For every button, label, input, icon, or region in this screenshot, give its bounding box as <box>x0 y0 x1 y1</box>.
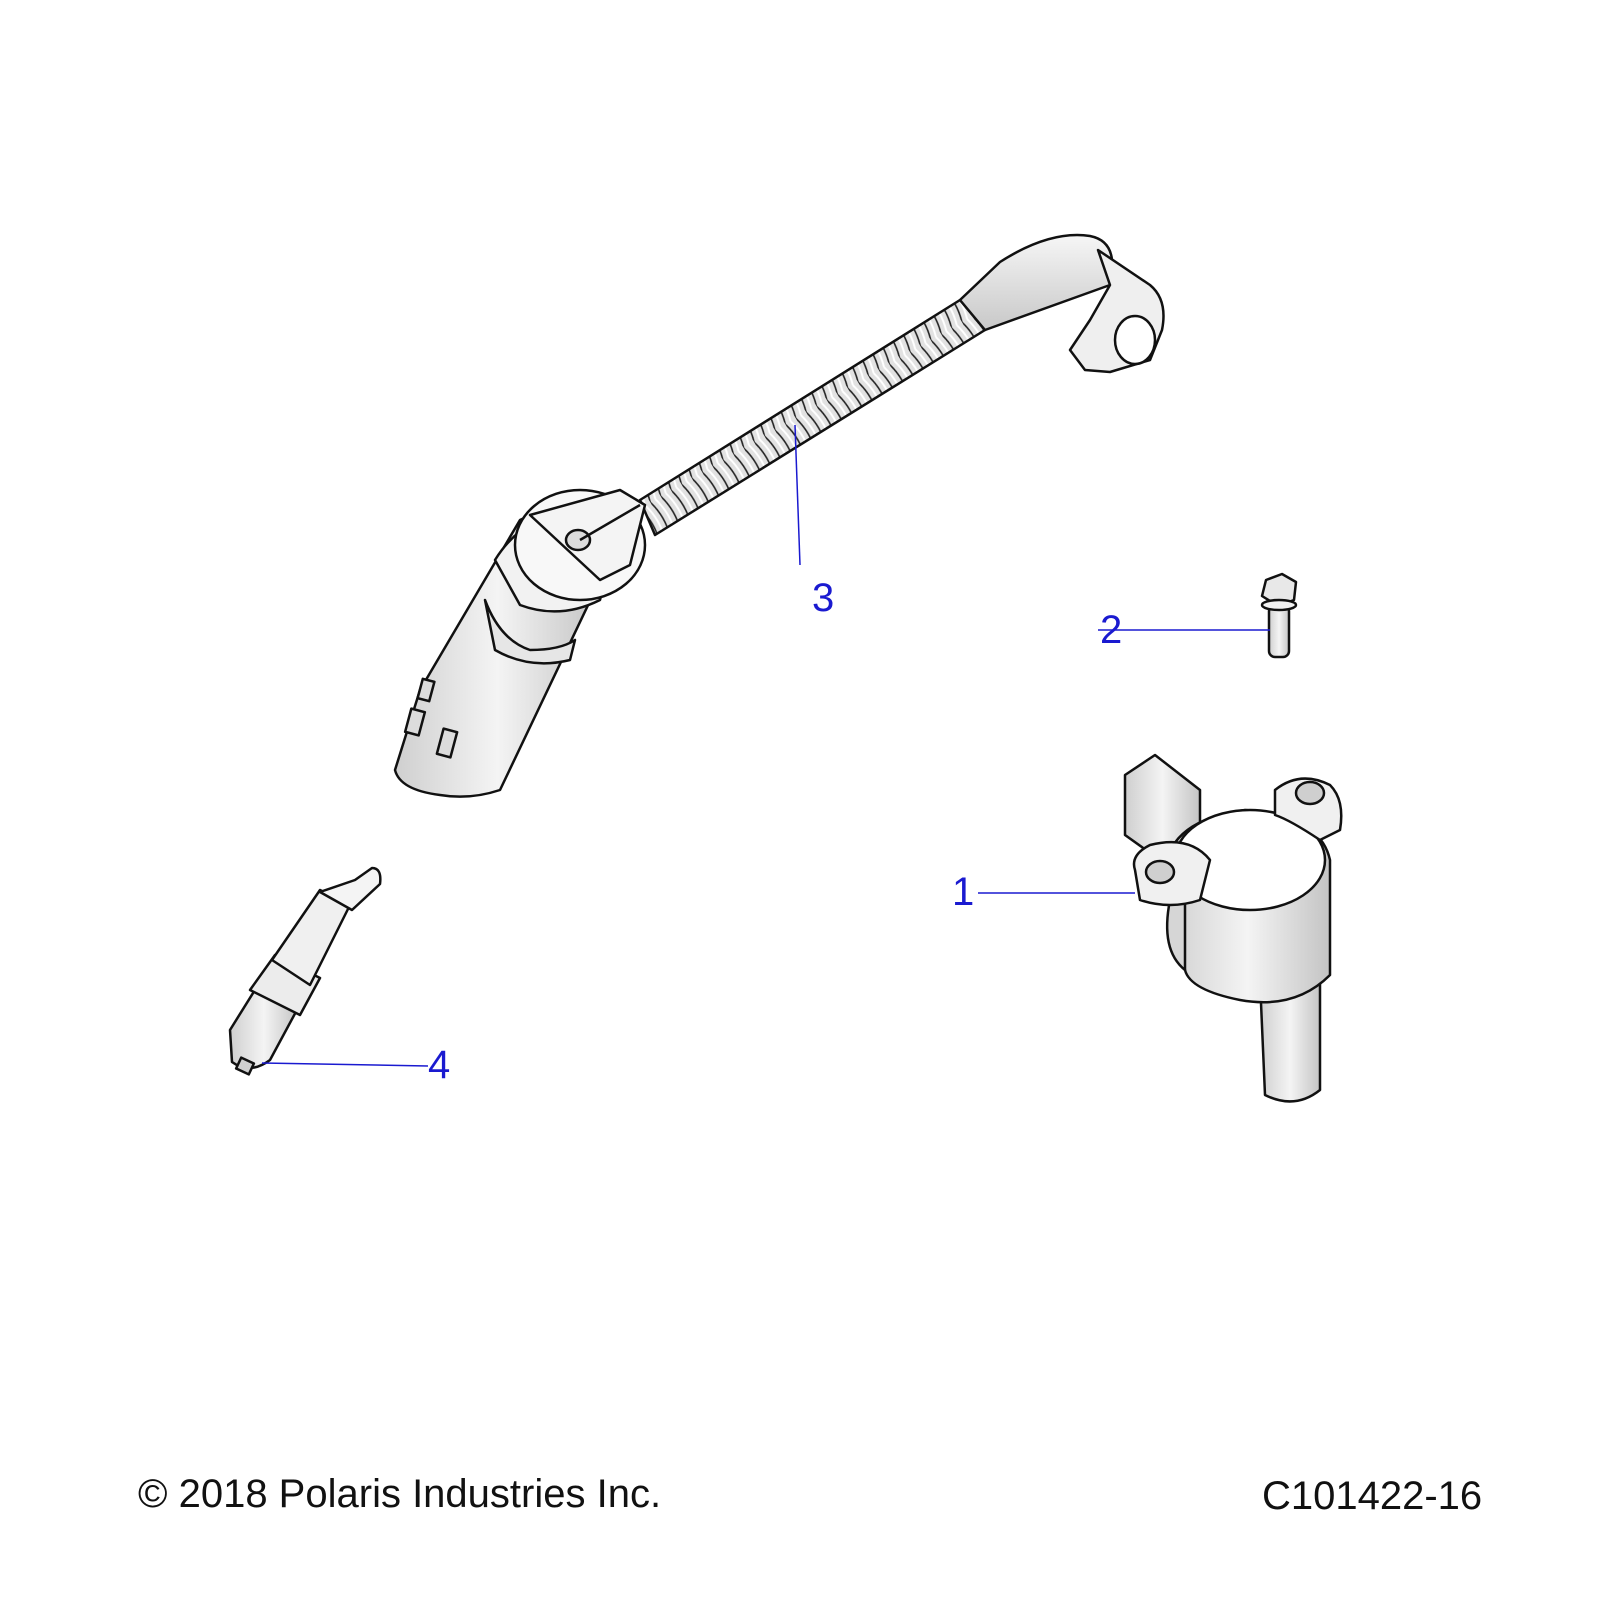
callout-2: 2 <box>1100 608 1123 652</box>
spark-plug-wire <box>393 233 1165 798</box>
drawing-id: C101422-16 <box>1262 1474 1483 1518</box>
leader-line-3 <box>794 424 801 566</box>
callout-3: 3 <box>812 576 835 620</box>
spark-plug <box>228 866 382 1076</box>
flange-bolt <box>1260 572 1298 659</box>
callout-4: 4 <box>428 1043 451 1087</box>
callout-1: 1 <box>952 870 975 914</box>
copyright-text: © 2018 Polaris Industries Inc. <box>138 1472 662 1516</box>
ignition-coil <box>1123 753 1343 1103</box>
leader-line-4 <box>261 1062 429 1067</box>
